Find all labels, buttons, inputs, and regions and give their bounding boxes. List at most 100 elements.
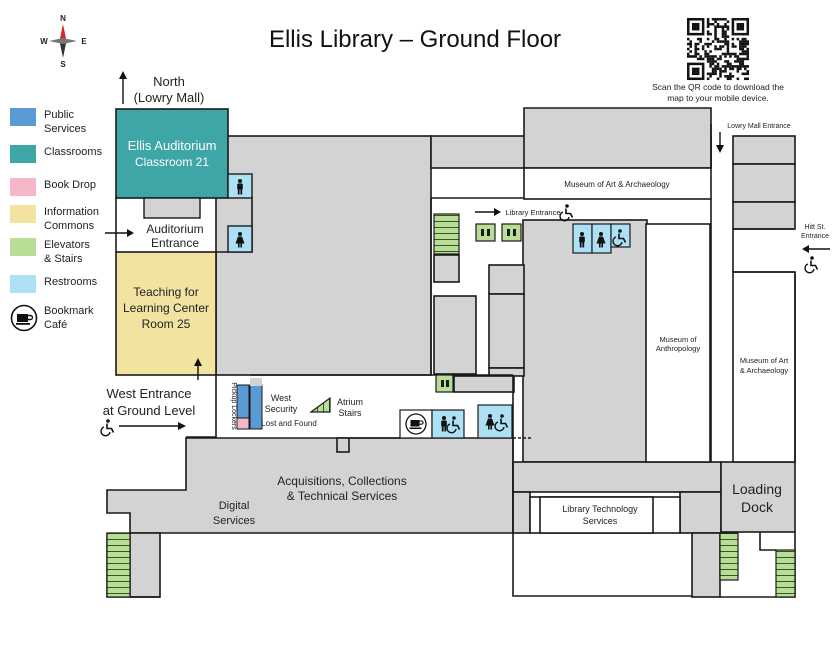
qr-module <box>691 70 695 73</box>
label-auditorium: Ellis Auditorium <box>128 138 217 153</box>
qr-module <box>726 27 730 31</box>
qr-module <box>687 52 690 56</box>
qr-module <box>726 75 730 78</box>
qr-module <box>706 20 710 24</box>
qr-module <box>731 67 735 71</box>
qr-module <box>721 40 725 43</box>
qr-module <box>714 30 717 33</box>
qr-module <box>739 18 742 21</box>
label-pickup-lockers: Pickup Lockers <box>230 382 237 430</box>
qr-module <box>714 25 717 28</box>
label-libtech-1: Library Technology <box>562 504 638 514</box>
qr-module <box>706 22 710 26</box>
label-west-entrance-2: at Ground Level <box>103 403 196 418</box>
qr-module <box>736 77 740 81</box>
qr-module <box>709 65 712 68</box>
qr-module <box>704 55 707 58</box>
accessible-icon-west <box>100 418 115 437</box>
qr-module <box>687 67 690 71</box>
qr-module <box>701 27 705 31</box>
qr-module <box>694 70 697 73</box>
qr-module <box>746 57 750 61</box>
qr-module <box>726 40 730 43</box>
qr-module <box>734 45 737 48</box>
qr-module <box>714 37 717 41</box>
qr-module <box>711 60 715 63</box>
qr-module <box>739 40 742 43</box>
qr-module <box>714 20 717 24</box>
qr-module <box>746 42 750 46</box>
qr-module <box>716 65 720 68</box>
label-atrium-1: Atrium <box>337 397 363 407</box>
qr-module <box>746 32 750 36</box>
qr-module <box>734 65 737 68</box>
qr-module <box>711 70 715 73</box>
legend-label: Book Drop <box>44 179 96 191</box>
qr-module <box>719 67 722 71</box>
qr-module <box>696 47 700 51</box>
qr-module <box>741 25 745 28</box>
qr-module <box>696 18 700 21</box>
qr-module <box>726 77 730 81</box>
qr-module <box>716 25 720 28</box>
qr-module <box>746 72 750 76</box>
qr-module <box>711 62 715 66</box>
qr-module <box>729 55 732 58</box>
label-anthro-1: Museum of <box>659 335 697 344</box>
coffee-cup-icon <box>10 304 38 332</box>
qr-module <box>726 35 730 38</box>
qr-module <box>721 45 725 48</box>
qr-module <box>726 65 730 68</box>
qr-module <box>687 37 690 41</box>
label-atrium-2: Stairs <box>338 408 362 418</box>
qr-module <box>724 42 727 46</box>
qr-module <box>731 75 735 78</box>
qr-module <box>699 77 702 81</box>
qr-module <box>741 57 745 61</box>
qr-module <box>696 70 700 73</box>
legend-label: Bookmark Café <box>44 305 94 331</box>
qr-module <box>711 57 715 61</box>
qr-module <box>726 62 730 66</box>
qr-module <box>689 77 693 81</box>
qr-module <box>719 72 722 76</box>
qr-module <box>739 22 742 26</box>
qr-module <box>689 62 693 66</box>
qr-module <box>689 50 693 53</box>
qr-module <box>706 32 710 36</box>
qr-module <box>709 42 712 46</box>
qr-module <box>744 42 747 46</box>
qr-module <box>687 75 690 78</box>
compass-e: E <box>81 37 87 46</box>
qr-module <box>739 47 742 51</box>
qr-module <box>696 27 700 31</box>
qr-module <box>731 20 735 24</box>
qr-module <box>736 70 740 73</box>
qr-module <box>687 42 690 46</box>
qr-module <box>699 18 702 21</box>
qr-module <box>701 47 705 51</box>
white-rooms <box>523 167 796 534</box>
qr-module <box>687 20 690 24</box>
label-aud-entrance-1: Auditorium <box>146 222 203 236</box>
qr-module <box>701 22 705 26</box>
qr-module <box>729 65 732 68</box>
qr-module <box>726 60 730 63</box>
qr-module <box>721 52 725 56</box>
qr-module <box>736 22 740 26</box>
qr-module <box>694 55 697 58</box>
qr-module <box>724 35 727 38</box>
accessible-icon-hitt <box>804 255 819 274</box>
qr-module <box>734 60 737 63</box>
qr-module <box>726 50 730 53</box>
label-west-security-1: West <box>271 393 292 403</box>
qr-module <box>714 72 717 76</box>
qr-module <box>739 42 742 46</box>
qr-module <box>739 57 742 61</box>
qr-module <box>691 67 695 71</box>
legend-swatch <box>10 108 36 126</box>
legend-restrooms: Restrooms <box>10 275 97 293</box>
qr-module <box>741 45 745 48</box>
qr-module <box>687 72 690 76</box>
qr-note: Scan the QR code to download the map to … <box>652 82 784 103</box>
